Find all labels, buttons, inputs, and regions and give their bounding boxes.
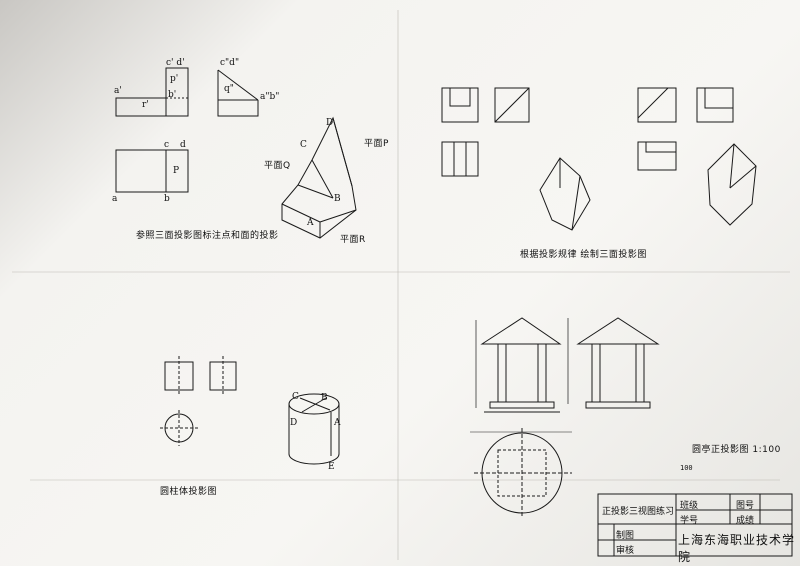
label-cyl-e: E xyxy=(328,462,335,472)
label-cyl-a: A xyxy=(334,418,341,428)
caption-three-view-points: 参照三面投影图标注点和面的投影 xyxy=(136,231,279,241)
tb-school-name: 上海东海职业技术学院 xyxy=(678,533,796,564)
tb-review-label: 审核 xyxy=(616,546,635,556)
tb-drawn-label: 制图 xyxy=(616,531,635,541)
tb-number-label: 学号 xyxy=(680,516,699,526)
label-cyl-c: C xyxy=(292,392,299,402)
label-b: b xyxy=(164,194,170,204)
label-d: d xyxy=(180,140,186,150)
label-plane-p: 平面P xyxy=(364,139,389,149)
block-side-view xyxy=(217,69,259,117)
cylinder-front-view xyxy=(164,356,194,396)
label-a-prime: a' xyxy=(114,86,122,96)
label-b-prime: b' xyxy=(168,90,177,100)
label-point-a: A xyxy=(307,218,314,228)
pavilion-side-view xyxy=(576,317,660,409)
tb-class-label: 班级 xyxy=(680,501,699,511)
cylinder-iso-view xyxy=(288,393,340,465)
label-cyl-b: B xyxy=(321,393,328,403)
pavilion-front-view xyxy=(480,317,562,413)
caption-pavilion: 圆亭正投影图 1:100 xyxy=(692,445,781,455)
label-p: P xyxy=(173,166,180,176)
label-point-c: C xyxy=(300,140,307,150)
cylinder-side-view xyxy=(209,356,237,396)
tb-score-label: 成绩 xyxy=(736,516,755,526)
caption-draw-three-views: 根据投影规律 绘制三面投影图 xyxy=(520,250,647,260)
cylinder-top-view xyxy=(160,410,198,446)
tb-drawing-no-label: 图号 xyxy=(736,501,755,511)
label-a: a xyxy=(112,194,118,204)
label-plane-q: 平面Q xyxy=(264,161,291,171)
tb-drawing-name: 正投影三视图练习 xyxy=(602,507,675,517)
label-cd-double: c"d" xyxy=(220,58,240,68)
label-p-prime: p' xyxy=(170,74,179,84)
pavilion-dimension-lines xyxy=(475,318,569,408)
label-dim-100: 100 xyxy=(680,464,693,472)
caption-cylinder: 圆柱体投影图 xyxy=(160,487,218,497)
label-cd-prime: c' d' xyxy=(166,58,185,68)
label-plane-r: 平面R xyxy=(340,235,366,245)
title-block-lines xyxy=(597,493,793,557)
views-set-a xyxy=(441,87,591,231)
block-iso-view xyxy=(281,116,357,239)
block-front-view xyxy=(115,67,189,117)
label-point-b: B xyxy=(334,194,341,204)
label-r-prime: r' xyxy=(142,100,149,110)
views-set-b xyxy=(637,87,757,226)
block-top-view xyxy=(115,149,189,193)
label-cyl-d: D xyxy=(290,418,298,428)
pavilion-plan-view xyxy=(470,428,572,518)
label-c: c xyxy=(164,140,170,150)
label-point-d: D xyxy=(326,118,334,128)
label-q-double: q" xyxy=(224,84,234,94)
label-ab-double: a"b" xyxy=(260,92,280,102)
